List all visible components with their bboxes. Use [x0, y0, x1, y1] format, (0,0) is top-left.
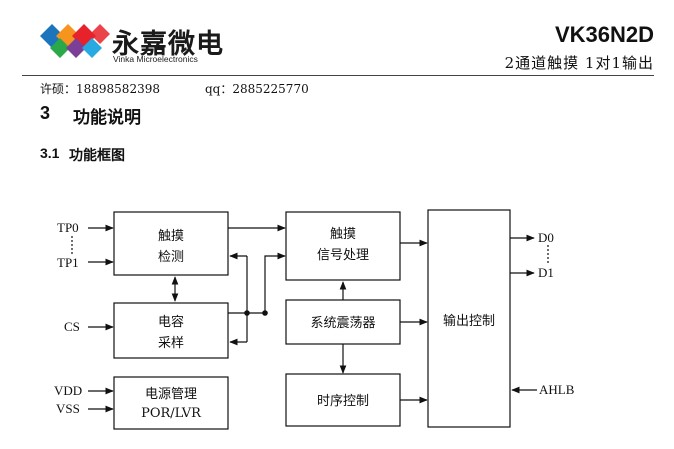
cap-sample-label-2: 采样 [158, 336, 184, 351]
pin-cs: CS [64, 319, 80, 334]
contact-qq: qq：2885225770 [205, 82, 309, 96]
signal-proc-label-1: 触摸 [330, 227, 356, 242]
power-mgmt-label-1: 电源管理 [145, 387, 197, 402]
pin-tp0: TP0 [57, 220, 79, 235]
timing-ctrl-label: 时序控制 [317, 394, 369, 409]
pin-vss: VSS [56, 401, 80, 416]
touch-detect-label-2: 检测 [158, 250, 184, 265]
oscillator-label: 系统震荡器 [310, 316, 375, 331]
pin-d0: D0 [538, 230, 554, 245]
cap-sample-label-1: 电容 [158, 314, 184, 330]
subsection-title: 功能框图 [69, 148, 125, 164]
touch-detect-block [113, 211, 229, 276]
output-ctrl-block [427, 209, 511, 428]
signal-proc-block [285, 211, 401, 281]
vinka-logo-icon [40, 24, 110, 58]
section-number: 3 [40, 103, 51, 123]
power-mgmt-block [113, 376, 229, 430]
company-name: 永嘉微电 [112, 29, 224, 60]
model-number: VK36N2D [554, 22, 654, 47]
header-divider [22, 75, 654, 76]
section-title: 功能说明 [73, 108, 141, 128]
cap-sample-block [113, 302, 229, 359]
signal-proc-label-2: 信号处理 [317, 248, 369, 263]
power-mgmt-label-2: POR/LVR [141, 406, 202, 421]
contact-phone: 许硕：18898582398 [40, 82, 160, 96]
pin-vdd: VDD [54, 383, 82, 398]
company-name-en: Vinka Microelectronics [113, 54, 198, 64]
pin-tp1: TP1 [57, 255, 79, 270]
output-ctrl-label: 输出控制 [443, 313, 495, 329]
pin-ahlb: AHLB [539, 382, 575, 397]
pin-d1: D1 [538, 265, 554, 280]
subsection-number: 3.1 [40, 145, 60, 161]
touch-detect-label-1: 触摸 [158, 229, 184, 244]
doc-subtitle: 2通道触摸 1对1输出 [504, 54, 654, 72]
